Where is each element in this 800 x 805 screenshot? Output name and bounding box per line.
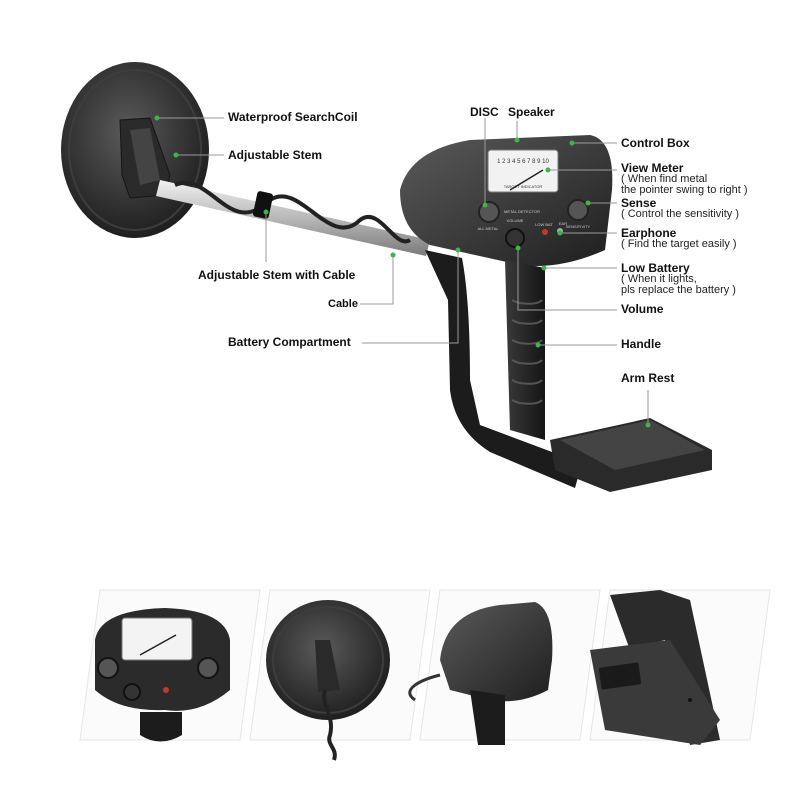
- search-coil: [61, 62, 209, 238]
- control-box: 1 2 3 4 5 6 7 8 9 10 TARGET INDICATOR ME…: [400, 135, 613, 266]
- label-arm-rest: Arm Rest: [621, 371, 675, 385]
- volume-label-text: VOLUME: [507, 218, 524, 223]
- label-disc: DISC: [470, 105, 499, 119]
- stem: [156, 180, 430, 256]
- label-low-battery: Low Battery: [621, 261, 690, 275]
- low-batt-label-text: LOW BAT: [535, 222, 553, 227]
- meter-caption-text: TARGET INDICATOR: [504, 184, 543, 189]
- meter-scale-text: 1 2 3 4 5 6 7 8 9 10: [497, 159, 549, 165]
- label-view-meter: View Meter: [621, 161, 684, 175]
- label-view-meter-sub1: ( When find metal: [621, 173, 708, 185]
- thumb-battery: [590, 590, 720, 745]
- label-control-box: Control Box: [621, 136, 690, 150]
- handle-frame: [425, 250, 712, 492]
- panel-title-text: METAL DETECTOR: [504, 209, 540, 214]
- label-cable: Cable: [328, 298, 358, 310]
- label-sense-sub: ( Control the sensitivity ): [621, 208, 739, 220]
- label-sense: Sense: [621, 196, 657, 210]
- label-handle: Handle: [621, 337, 662, 351]
- thumb-side-box: [408, 602, 553, 745]
- thumb-coil: [266, 600, 390, 761]
- label-low-battery-sub2: pls replace the battery ): [621, 284, 736, 296]
- leader-lines: [157, 117, 649, 425]
- label-earphone-sub: ( Find the target easily ): [621, 238, 737, 250]
- all-metal-label-text: ALL METAL: [477, 226, 499, 231]
- thumb-control-panel: [95, 608, 230, 742]
- label-adjustable-stem: Adjustable Stem: [228, 148, 323, 162]
- sense-label-text: SENSITIVITY: [566, 224, 591, 229]
- label-adjustable-stem-cable: Adjustable Stem with Cable: [198, 268, 356, 282]
- earphone-label-text: EAR: [559, 221, 567, 226]
- label-battery-compartment: Battery Compartment: [228, 335, 351, 349]
- label-volume: Volume: [621, 302, 664, 316]
- label-waterproof-searchcoil: Waterproof SearchCoil: [228, 110, 358, 124]
- label-speaker: Speaker: [508, 105, 555, 119]
- label-low-battery-sub1: ( When it lights,: [621, 273, 697, 285]
- label-view-meter-sub2: the pointer swing to right ): [621, 184, 748, 196]
- pointer-dots: [154, 115, 651, 428]
- label-earphone: Earphone: [621, 226, 677, 240]
